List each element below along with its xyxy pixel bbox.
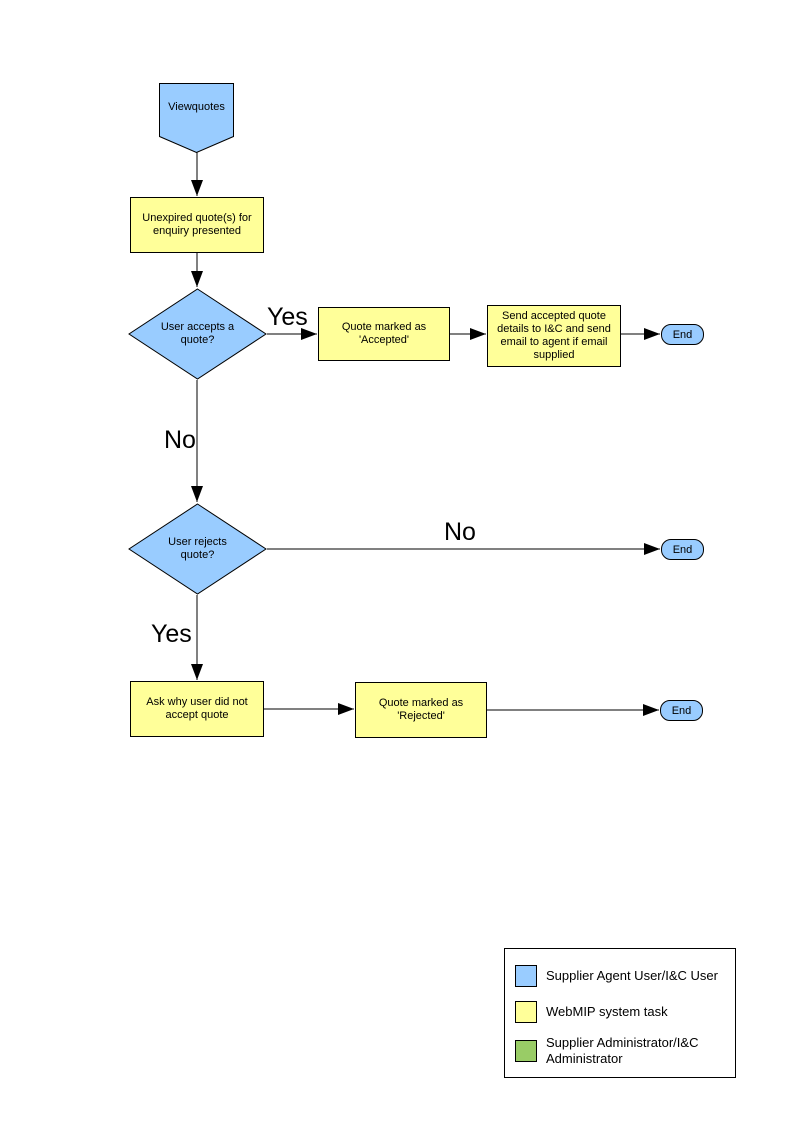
start-node-viewquotes: Viewquotes bbox=[159, 83, 234, 153]
edge-label-accepts-yes: Yes bbox=[267, 303, 308, 331]
end-node-accepted: End bbox=[661, 324, 704, 345]
pentagon-shape bbox=[159, 83, 234, 153]
process-send-accepted-details-label: Send accepted quote details to I&C and s… bbox=[497, 310, 611, 361]
process-quote-marked-rejected-label: Quote marked as 'Rejected' bbox=[378, 697, 464, 722]
edge-label-rejects-yes: Yes bbox=[151, 620, 192, 648]
start-node-label: Viewquotes bbox=[168, 101, 225, 113]
legend-label-supplier-agent: Supplier Agent User/I&C User bbox=[546, 968, 718, 983]
legend-label-webmip-task: WebMIP system task bbox=[546, 1004, 668, 1019]
process-quote-marked-accepted: Quote marked as 'Accepted' bbox=[318, 307, 450, 361]
end-node-rejected-label: End bbox=[671, 704, 692, 717]
legend-swatch-yellow bbox=[515, 1001, 537, 1023]
decision-user-rejects-quote-label: User rejects quote? bbox=[168, 536, 227, 561]
edge-label-rejects-no: No bbox=[444, 518, 476, 546]
legend: Supplier Agent User/I&C User WebMIP syst… bbox=[504, 948, 736, 1078]
legend-item-supplier-admin: Supplier Administrator/I&C Administrator bbox=[515, 1035, 734, 1067]
decision-user-accepts-quote-label: User accepts a quote? bbox=[160, 321, 235, 346]
end-node-rejected: End bbox=[660, 700, 703, 721]
process-unexpired-quotes-label: Unexpired quote(s) for enquiry presented bbox=[142, 212, 252, 237]
legend-swatch-blue bbox=[515, 965, 537, 987]
legend-label-supplier-admin: Supplier Administrator/I&C Administrator bbox=[546, 1035, 699, 1066]
process-send-accepted-details: Send accepted quote details to I&C and s… bbox=[487, 305, 621, 367]
diamond-shape bbox=[128, 288, 267, 380]
process-quote-marked-rejected: Quote marked as 'Rejected' bbox=[355, 682, 487, 738]
edge-label-accepts-no: No bbox=[164, 426, 196, 454]
decision-user-rejects-quote: User rejects quote? bbox=[128, 503, 267, 595]
process-ask-why-not-accept-label: Ask why user did not accept quote bbox=[146, 696, 248, 721]
end-node-not-rejected: End bbox=[661, 539, 704, 560]
legend-item-webmip-task: WebMIP system task bbox=[515, 1001, 734, 1023]
diamond-shape bbox=[128, 503, 267, 595]
process-quote-marked-accepted-label: Quote marked as 'Accepted' bbox=[341, 321, 427, 346]
end-node-accepted-label: End bbox=[672, 328, 693, 341]
legend-swatch-green bbox=[515, 1040, 537, 1062]
process-ask-why-not-accept: Ask why user did not accept quote bbox=[130, 681, 264, 737]
process-unexpired-quotes: Unexpired quote(s) for enquiry presented bbox=[130, 197, 264, 253]
decision-user-accepts-quote: User accepts a quote? bbox=[128, 288, 267, 380]
legend-item-supplier-agent: Supplier Agent User/I&C User bbox=[515, 965, 734, 987]
end-node-not-rejected-label: End bbox=[672, 543, 693, 556]
